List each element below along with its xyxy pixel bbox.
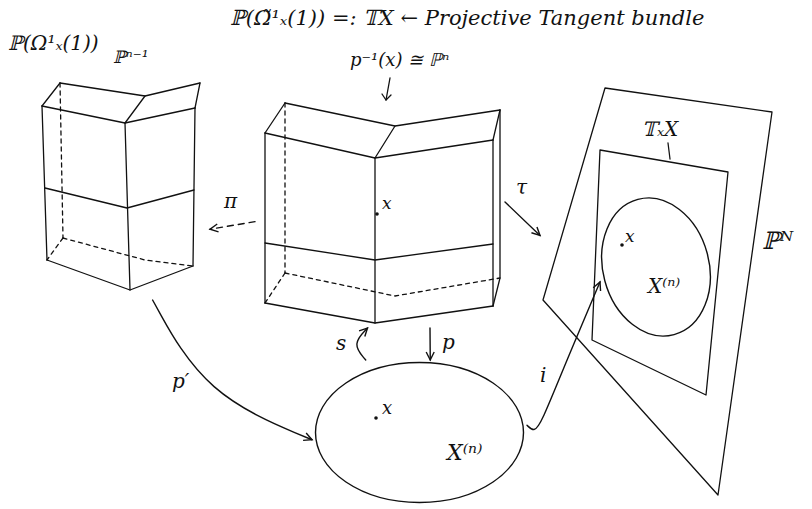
map-arrow [505, 202, 540, 235]
math-label: x [382, 194, 392, 214]
tangent-plane: 𝕋ₓX xX⁽ⁿ⁾ [580, 115, 740, 410]
shape-outline [5, 28, 210, 300]
sketch-edge [264, 133, 265, 303]
sketch-edge [42, 106, 47, 260]
sketch-edge [60, 83, 200, 96]
embedded-variety: xX⁽ⁿ⁾ [600, 195, 712, 340]
sketch-edge [285, 103, 500, 126]
shape-outline [580, 115, 740, 410]
sketch-edge [125, 96, 145, 123]
tangent-bundle-box: p⁻¹(x) ≅ ℙⁿ x [255, 48, 505, 328]
math-label: ℙⁿ⁻¹ [113, 48, 148, 68]
map-label: i [538, 364, 548, 386]
base-variety: xX⁽ⁿ⁾ [312, 360, 527, 505]
sketch-edge [493, 110, 500, 140]
math-label: p⁻¹(x) ≅ ℙⁿ [350, 50, 449, 71]
math-label: 𝕋ₓX [642, 118, 678, 141]
fibre-bundle-box: ℙ(Ω¹ₓ(1)) ℙⁿ⁻¹ [5, 28, 210, 300]
map-arrow [210, 222, 255, 230]
map-label: π [222, 190, 239, 212]
sketch-edge [265, 133, 493, 158]
map-label: s [334, 332, 348, 354]
diagram-title: ℙ(Ω̃¹ₓ(1)) =: 𝕋X ← Projective Tangent bu… [230, 6, 704, 30]
sketch-edge [374, 158, 375, 323]
point-dot [620, 243, 624, 247]
sketch-edge [42, 106, 195, 123]
shape-outline [312, 360, 527, 505]
map-label: p′ [170, 370, 191, 392]
math-label: X⁽ⁿ⁾ [648, 275, 680, 298]
sketch-edge [668, 143, 670, 159]
math-label: X⁽ⁿ⁾ [447, 440, 482, 465]
math-label: x [382, 398, 392, 419]
map-arrow [153, 300, 312, 440]
variety-outline [587, 186, 726, 349]
sketch-edge [265, 303, 493, 323]
map-arrow [429, 328, 431, 360]
hidden-edge [60, 83, 63, 238]
hidden-edge [265, 273, 285, 303]
sketch-edge [592, 150, 728, 395]
map-arrow [357, 328, 368, 360]
hidden-edge [47, 238, 63, 260]
sketch-edge [125, 123, 130, 290]
map-label: τ [514, 176, 529, 198]
sketch-edge [492, 140, 493, 306]
math-label: ℙᴺ [762, 228, 793, 256]
sketch-edge [265, 243, 493, 260]
sketch-edge [265, 103, 285, 133]
variety-outline [316, 363, 524, 503]
hidden-edge [63, 238, 193, 266]
point-dot [375, 212, 379, 216]
map-arrow [527, 282, 600, 430]
sketch-edge [375, 126, 395, 158]
sketch-edge [42, 83, 60, 106]
sketch-edge [47, 260, 193, 290]
math-label: x [625, 227, 635, 247]
point-dot [374, 416, 378, 420]
sketch-edge [382, 94, 391, 100]
sketch-edge [543, 88, 772, 495]
sketch-edge [193, 108, 195, 266]
sketch-edge [45, 188, 194, 208]
map-label: p [440, 331, 457, 353]
shape-outline [255, 48, 505, 328]
sketch-edge [493, 110, 500, 306]
projective-space-plane: ℙᴺ 𝕋ₓX xX⁽ⁿ⁾ [540, 80, 805, 500]
math-label: ℙ(Ω¹ₓ(1)) [8, 32, 99, 55]
hidden-edge [285, 273, 500, 296]
shape-outline [600, 195, 712, 340]
hidden-edge [284, 103, 285, 273]
sketch-edge [195, 83, 200, 108]
